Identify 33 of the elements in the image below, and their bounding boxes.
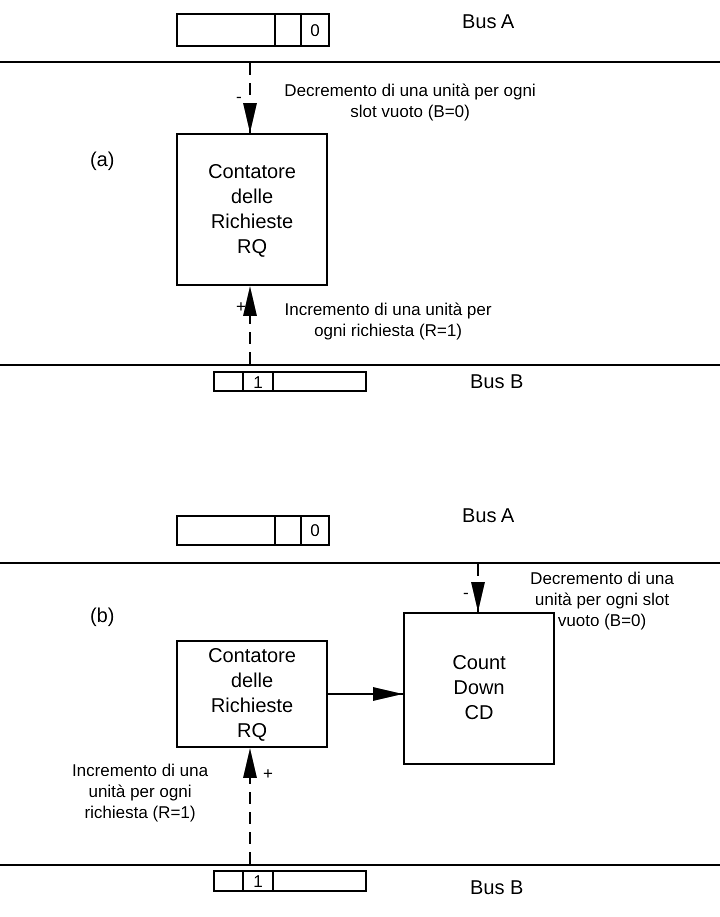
bus-label: Bus B (470, 878, 524, 899)
counter-box: Count Down CD (403, 612, 555, 765)
dashed-arrow (243, 748, 257, 864)
counter-box: Contatore delle Richieste RQ (176, 133, 328, 286)
slot-value: 0 (309, 521, 321, 540)
bus-line (0, 61, 720, 63)
sign-label: + (263, 763, 273, 784)
bus-line (0, 364, 720, 366)
dashed-arrow (471, 564, 485, 612)
dashed-arrow (243, 63, 257, 133)
bus-label: Bus A (462, 506, 514, 527)
sign-label: - (236, 86, 242, 107)
bus-line (0, 864, 720, 866)
edge-label: Incremento di una unità per ogni richiesta (R=1) (284, 299, 492, 341)
slot-frame (213, 371, 367, 392)
bus-label: Bus A (462, 12, 514, 33)
edge-label: Decremento di una unità per ogni slot vuoto (B=0) (283, 80, 537, 122)
arrow (328, 687, 403, 701)
slot-value: 1 (252, 872, 264, 891)
sign-label: + (236, 296, 246, 317)
panel-label: (a) (90, 150, 114, 171)
bus-label: Bus B (470, 372, 524, 393)
bus-line (0, 562, 720, 564)
slot-frame (176, 515, 330, 546)
counter-box: Contatore delle Richieste RQ (176, 640, 328, 748)
slot-frame (176, 13, 330, 47)
slot-frame (213, 870, 367, 892)
edge-label: Incremento di una unità per ogni richiesta (R=1) (70, 760, 210, 823)
panel-label: (b) (90, 606, 114, 627)
slot-value: 1 (252, 373, 264, 392)
slot-value: 0 (309, 20, 321, 40)
dashed-arrow (243, 286, 257, 364)
sign-label: - (463, 582, 469, 603)
